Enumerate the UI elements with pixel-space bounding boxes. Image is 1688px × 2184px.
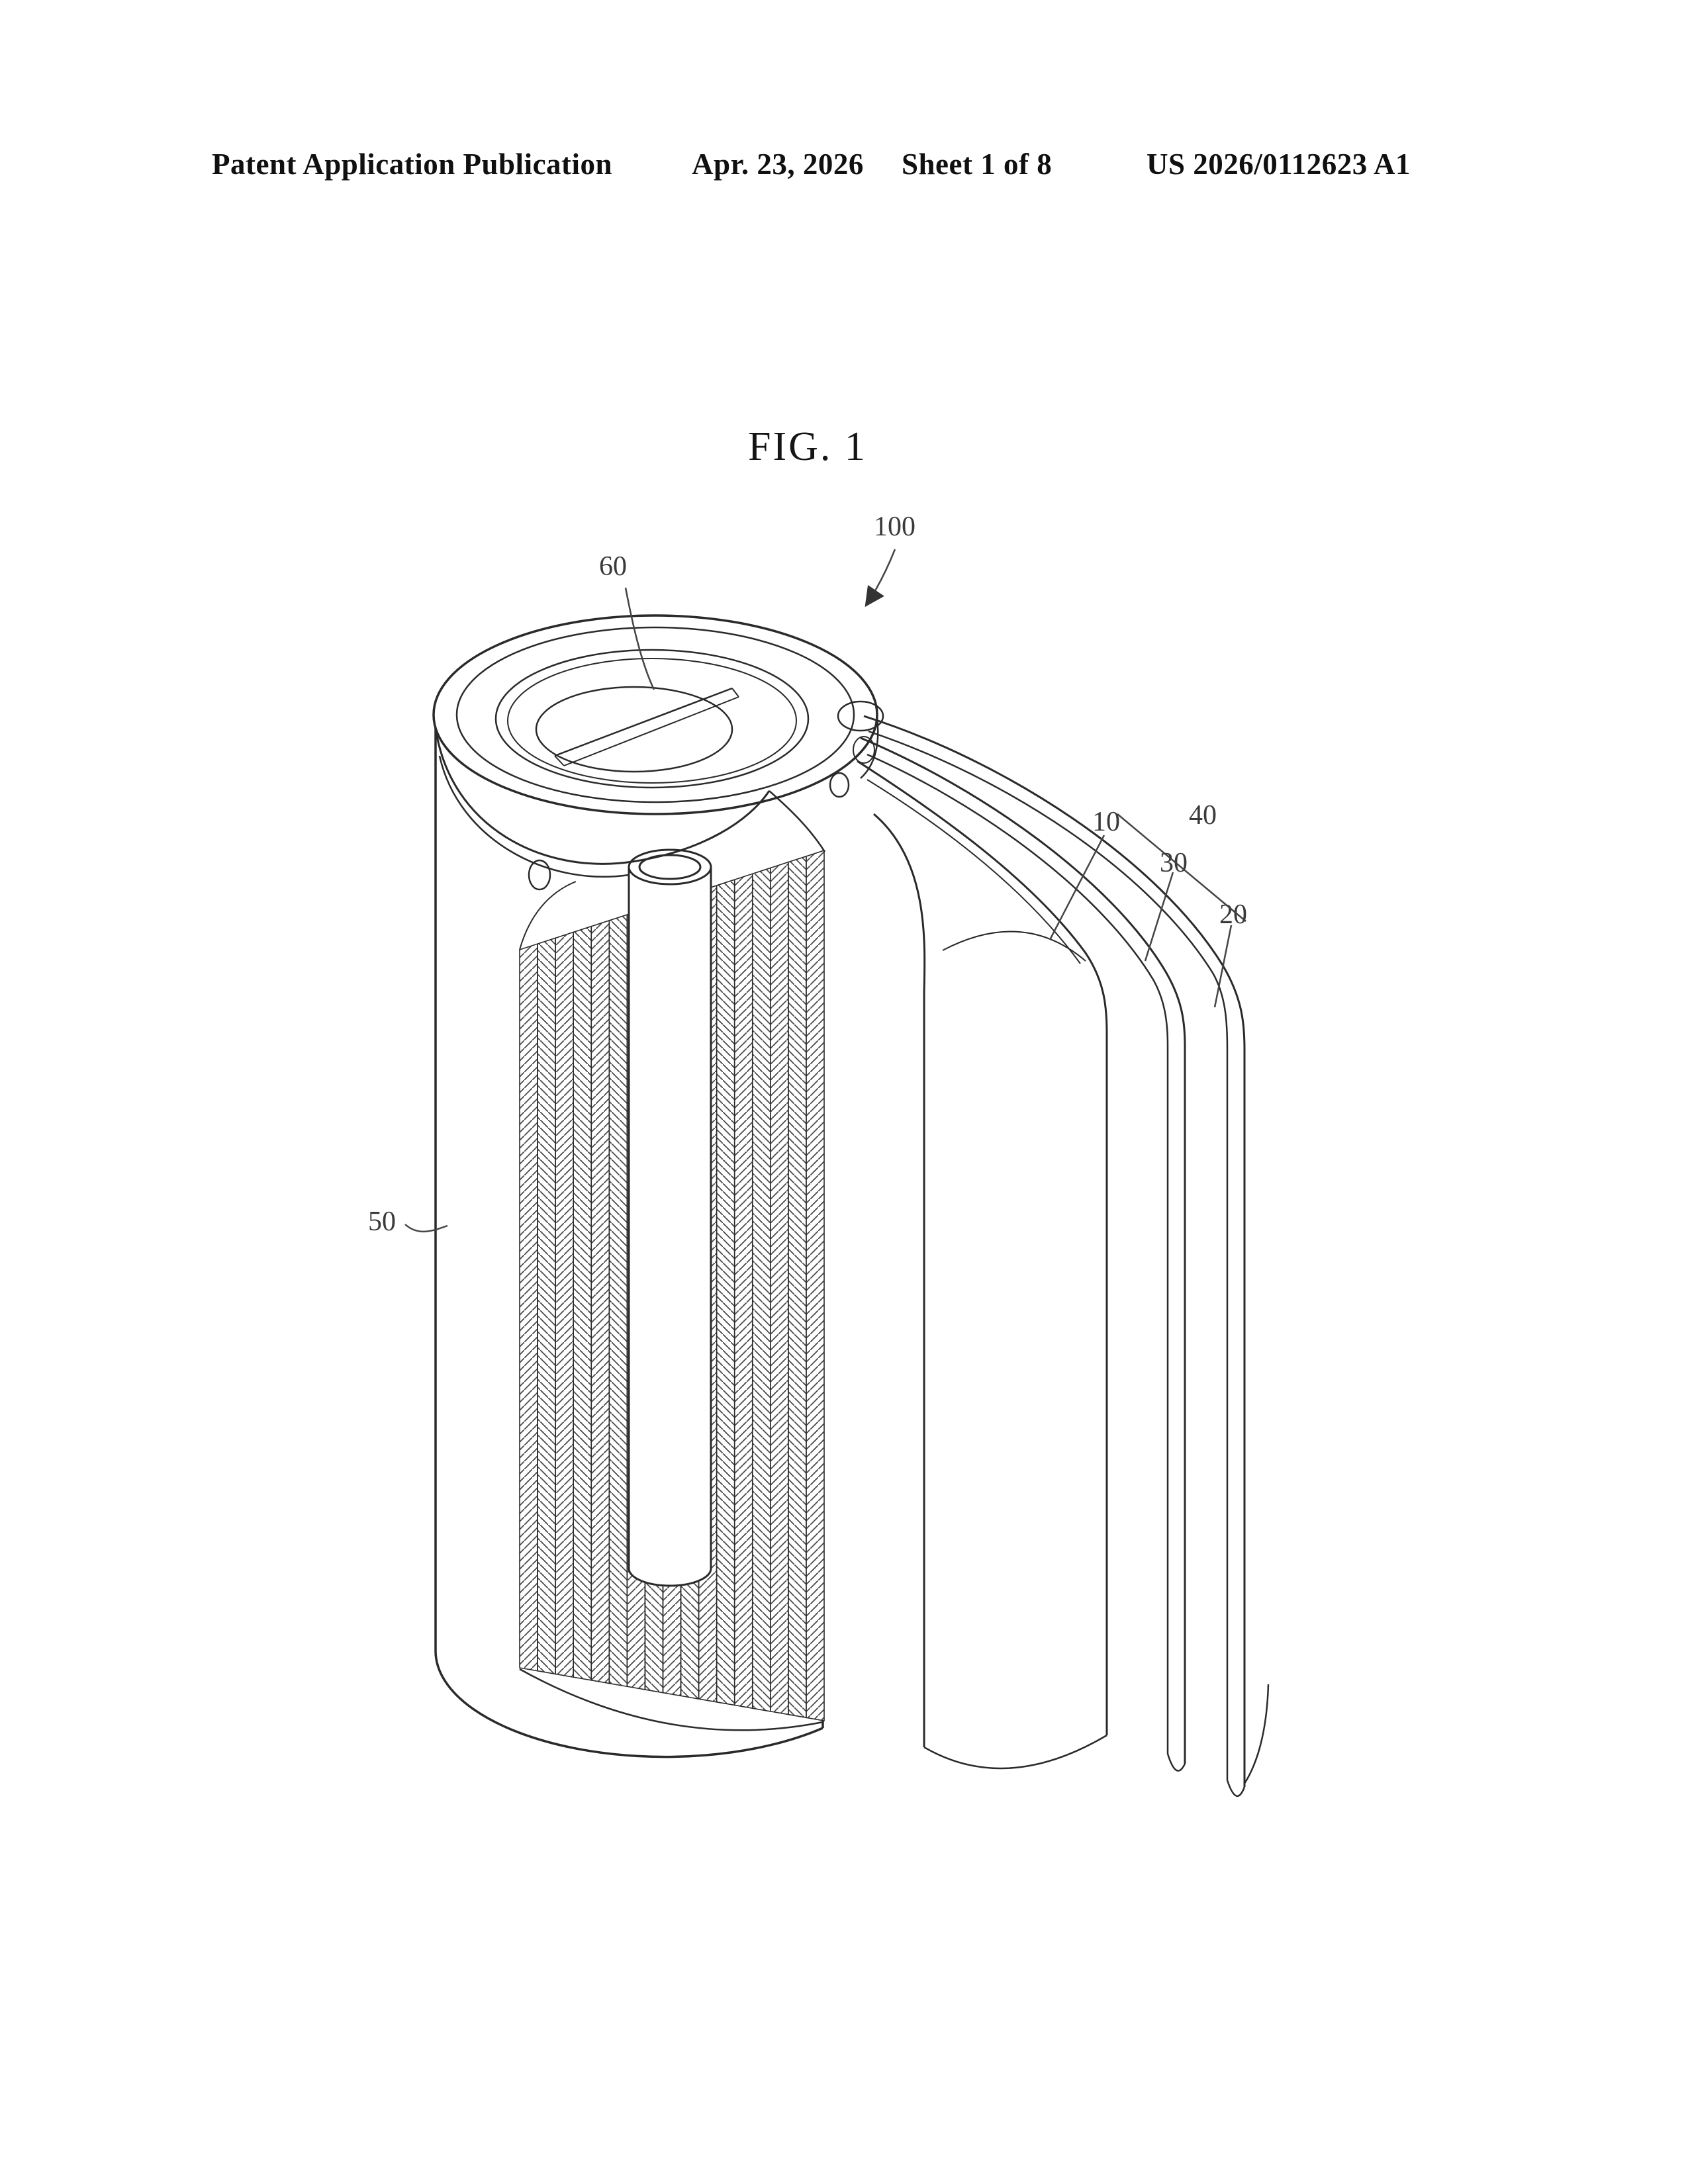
ref-label-10: 10	[1092, 807, 1120, 837]
electrode-layer-strip	[573, 925, 592, 1681]
sheet-10	[857, 760, 1108, 1770]
electrode-layer-strip	[716, 879, 735, 1706]
header-publication: Patent Application Publication	[212, 148, 613, 181]
ref-label-40: 40	[1189, 800, 1217, 831]
electrode-layer-strip	[608, 913, 628, 1688]
ref-label-100: 100	[874, 512, 915, 542]
ref-label-20: 20	[1219, 899, 1247, 930]
figure-title: FIG. 1	[748, 424, 867, 469]
sheet-30	[860, 737, 1186, 1772]
electrode-layer-strip	[537, 937, 556, 1675]
header-sheet: Sheet 1 of 8	[902, 148, 1053, 181]
ref-label-50: 50	[368, 1206, 396, 1237]
electrode-layer-strip	[519, 943, 538, 1672]
leader-30	[1144, 872, 1174, 962]
ref-label-60: 60	[599, 551, 627, 582]
leader-20	[1213, 925, 1233, 1008]
header-doc-number: US 2026/0112623 A1	[1147, 148, 1411, 181]
electrode-layer-strip	[806, 849, 825, 1721]
leader-100	[865, 549, 896, 608]
electrode-layer-strip	[788, 855, 807, 1719]
can-inner-bottom	[519, 1668, 823, 1731]
leader-40	[1117, 813, 1246, 922]
unrolled-sheets	[857, 715, 1270, 1797]
sheet-20	[863, 715, 1270, 1797]
electrode-layer-strip	[733, 873, 753, 1709]
leader-10	[1049, 835, 1105, 940]
ref-label-30: 30	[1160, 848, 1188, 878]
electrode-layer-strip	[751, 867, 771, 1712]
leader-lines	[404, 549, 1246, 1233]
electrode-layer-strip	[590, 919, 610, 1684]
header-date: Apr. 23, 2026	[692, 148, 864, 181]
center-tube	[628, 848, 712, 1587]
electrode-layer-strip	[555, 931, 574, 1678]
leader-60	[624, 587, 655, 690]
leader-50	[404, 1224, 448, 1233]
electrode-layer-strip	[770, 861, 789, 1715]
cap-assembly	[432, 614, 884, 815]
